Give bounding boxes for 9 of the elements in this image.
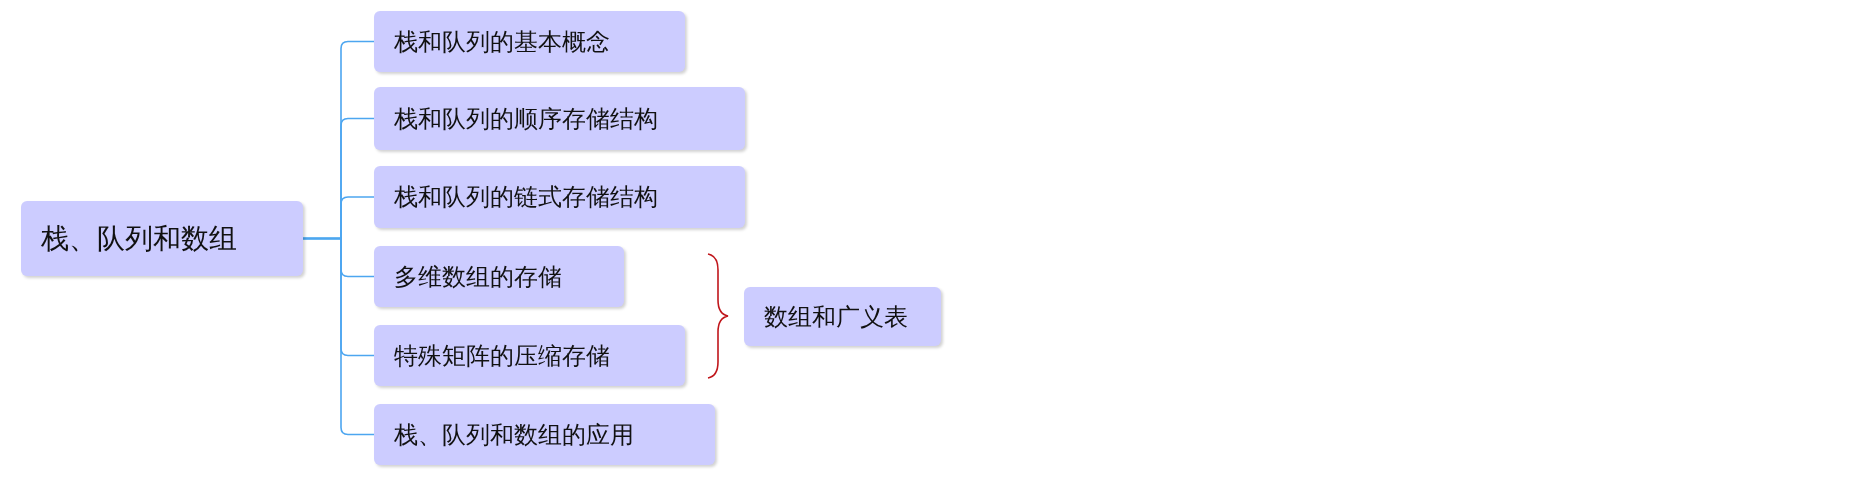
- root-topic-box: 栈、队列和数组: [21, 201, 303, 276]
- topic-box: 多维数组的存储: [374, 246, 624, 307]
- topic-box: 数组和广义表: [744, 287, 941, 346]
- topic-box: 栈、队列和数组的应用: [374, 404, 715, 465]
- connector-line: [302, 237, 375, 436]
- topic-box: 特殊矩阵的压缩存储: [374, 325, 685, 386]
- topic-box: 栈和队列的顺序存储结构: [374, 87, 745, 150]
- topic-box: 栈和队列的链式存储结构: [374, 166, 745, 228]
- topic-box: 栈和队列的基本概念: [374, 11, 685, 72]
